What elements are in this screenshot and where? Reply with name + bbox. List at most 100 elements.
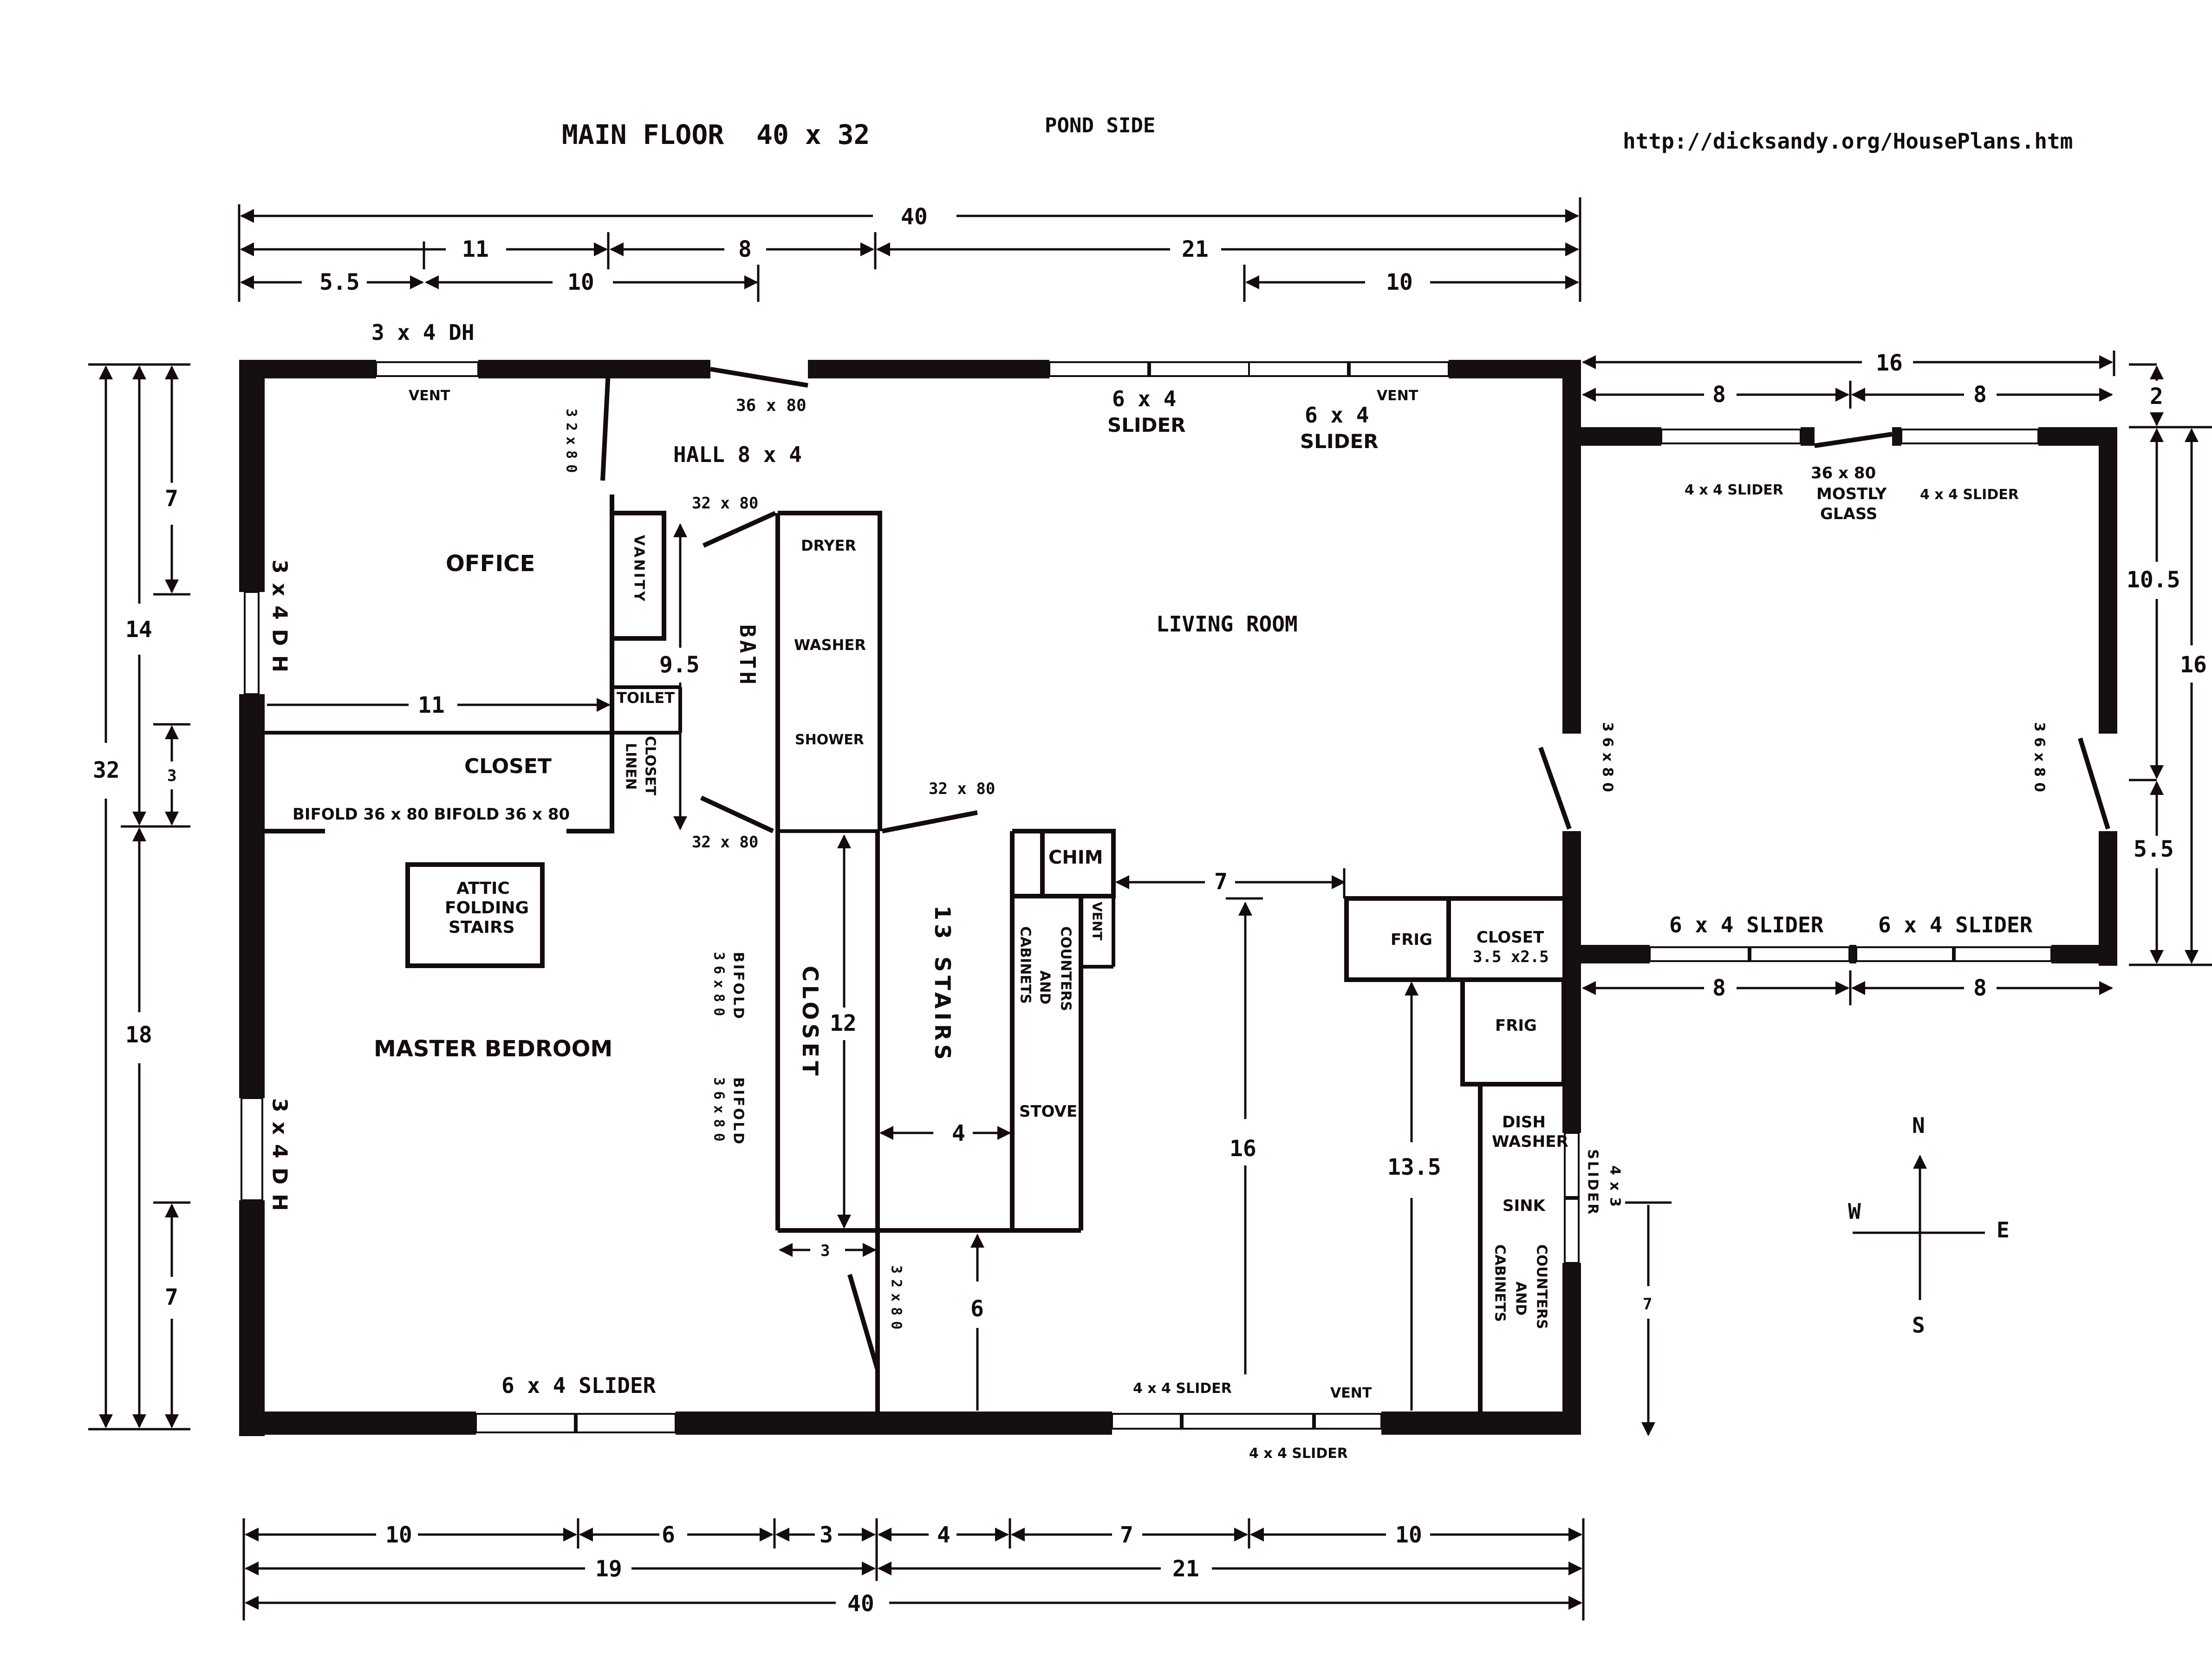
dim-sun-5-5: 5.5 <box>2134 836 2174 862</box>
dim-bottom-10-a: 10 <box>385 1522 412 1548</box>
pond-side-label: POND SIDE <box>1045 114 1155 137</box>
label-sun-door-left: 36x80 <box>1600 722 1616 798</box>
dim-16: 16 <box>1230 1136 1256 1162</box>
label-vent-top-right: VENT <box>1377 388 1418 404</box>
room-living-room: LIVING ROOM <box>1156 612 1298 637</box>
label-sun-slider-a: 4 x 4 SLIDER <box>1685 482 1783 498</box>
label-slider-b-2: SLIDER <box>1300 430 1379 453</box>
dim-top-40: 40 <box>901 204 928 230</box>
closet-vertical-label: CLOSET <box>798 966 823 1079</box>
dim-7-right: 7 <box>1643 1295 1652 1314</box>
frig-1-label: FRIG <box>1391 930 1432 949</box>
dim-bottom-19: 19 <box>595 1556 622 1582</box>
compass-rose: N S E W <box>1848 1113 2010 1338</box>
dim-top-10-a: 10 <box>567 269 594 295</box>
top-dimensions: 40 11 8 21 5.5 10 10 <box>238 197 1581 302</box>
room-hall: HALL 8 x 4 <box>673 442 802 467</box>
dim-top-5-5: 5.5 <box>319 269 360 295</box>
washer-label: WASHER <box>794 636 866 654</box>
dim-left-18: 18 <box>125 1022 152 1048</box>
label-bottom-door: 32x80 <box>888 1265 904 1335</box>
label-bath-door-bottom: 32 x 80 <box>692 833 758 852</box>
toilet-label: TOILET <box>617 689 675 707</box>
compass-east: E <box>1997 1217 2010 1243</box>
cabinets-a-2: AND <box>1037 970 1053 1004</box>
dim-sun-16-top: 16 <box>1876 350 1903 376</box>
dim-sun-bottom-8-a: 8 <box>1712 975 1726 1001</box>
label-slider-4x3-word: SLIDER <box>1585 1149 1601 1216</box>
compass-south: S <box>1912 1313 1925 1338</box>
bath-label: BATH <box>735 625 760 687</box>
dim-bottom-7: 7 <box>1120 1522 1133 1548</box>
label-sun-slider-6x4-b: 6 x 4 SLIDER <box>1878 912 2033 937</box>
attic-folding-stairs-hatch <box>405 862 545 968</box>
room-master-bedroom: MASTER BEDROOM <box>374 1036 612 1062</box>
window-3x4dh-top <box>375 361 479 377</box>
room-closet: CLOSET <box>464 755 552 778</box>
dim-9-5: 9.5 <box>659 652 700 678</box>
label-slider-a-1: 6 x 4 <box>1112 386 1176 411</box>
label-door-36x80-top: 36 x 80 <box>736 396 807 415</box>
dishwasher-label-2: WASHER <box>1492 1132 1568 1151</box>
dim-bottom-4: 4 <box>937 1522 950 1548</box>
label-sun-door-2: MOSTLY <box>1816 485 1887 503</box>
bottom-dimensions: 10 6 3 4 7 10 19 21 40 <box>242 1518 1585 1620</box>
label-office-door: 32x80 <box>563 409 579 478</box>
dim-sun-2: 2 <box>2150 384 2163 410</box>
dim-6: 6 <box>970 1296 984 1322</box>
dim-top-10-b: 10 <box>1386 269 1413 295</box>
slider-4x4-bottom <box>1111 1413 1382 1430</box>
dim-left-3: 3 <box>167 767 176 785</box>
label-vent-top-left: VENT <box>409 388 450 404</box>
label-stairs-door: 32 x 80 <box>929 780 995 798</box>
vent-chim-label: VENT <box>1090 902 1105 940</box>
left-dimensions: 32 14 18 7 3 7 <box>88 363 190 1431</box>
label-slider-4x4-bottom: 4 x 4 SLIDER <box>1133 1380 1232 1397</box>
dim-top-8: 8 <box>738 236 752 262</box>
label-bifold-v1-size: 36x80 <box>711 952 727 1021</box>
label-sun-slider-6x4-a: 6 x 4 SLIDER <box>1669 912 1824 937</box>
dryer-label: DRYER <box>801 537 856 554</box>
linen-label: LINEN <box>623 743 639 790</box>
dim-bottom-3: 3 <box>820 1522 833 1548</box>
cabinets-b-2: AND <box>1513 1282 1529 1315</box>
stairs-count-label: 13 <box>930 905 955 943</box>
interior-walls <box>265 371 1567 1412</box>
sunroom-walls <box>1538 427 2117 966</box>
label-sun-door-right: 36x80 <box>2031 722 2048 798</box>
stairs-label: STAIRS <box>930 956 955 1063</box>
label-slider-b-1: 6 x 4 <box>1305 403 1369 428</box>
attic-label-1: ATTIC <box>456 879 510 898</box>
compass-west: W <box>1848 1199 1861 1224</box>
label-slider-a-2: SLIDER <box>1107 414 1186 436</box>
dim-top-21: 21 <box>1182 236 1209 262</box>
sun-slider-4x4-b <box>1900 429 2039 444</box>
shower-label: SHOWER <box>795 732 864 748</box>
dim-12: 12 <box>830 1010 857 1036</box>
label-sun-door-3: GLASS <box>1820 505 1877 523</box>
dim-bottom-40: 40 <box>847 1591 874 1617</box>
dim-sun-16-right: 16 <box>2180 652 2207 678</box>
label-sun-slider-b: 4 x 4 SLIDER <box>1920 487 2019 503</box>
sunroom-dimensions: 16 8 8 8 8 2 10.5 5.5 16 <box>1582 350 2212 1005</box>
label-3x4dh-left-top: 3x4DH <box>268 560 292 682</box>
dim-bottom-21: 21 <box>1172 1556 1199 1582</box>
linen-closet-label: CLOSET <box>642 736 658 796</box>
cabinets-b-1: CABINETS <box>1492 1244 1508 1322</box>
dim-top-11: 11 <box>462 236 489 262</box>
frig-2-label: FRIG <box>1495 1016 1537 1035</box>
dim-bottom-10-b: 10 <box>1395 1522 1422 1548</box>
dim-3: 3 <box>820 1242 830 1260</box>
dim-left-7-b: 7 <box>165 1284 178 1310</box>
dim-bottom-6: 6 <box>662 1522 675 1548</box>
sun-slider-4x4-a <box>1660 429 1802 444</box>
compass-north: N <box>1912 1113 1925 1138</box>
dim-left-14: 14 <box>125 617 152 643</box>
vanity-label: VANITY <box>631 535 647 603</box>
dim-11: 11 <box>418 692 445 718</box>
plan-title: MAIN FLOOR 40 x 32 <box>562 119 870 150</box>
dim-4: 4 <box>952 1120 965 1146</box>
window-3x4dh-left-top <box>244 591 260 695</box>
label-sun-door-1: 36 x 80 <box>1811 464 1876 482</box>
